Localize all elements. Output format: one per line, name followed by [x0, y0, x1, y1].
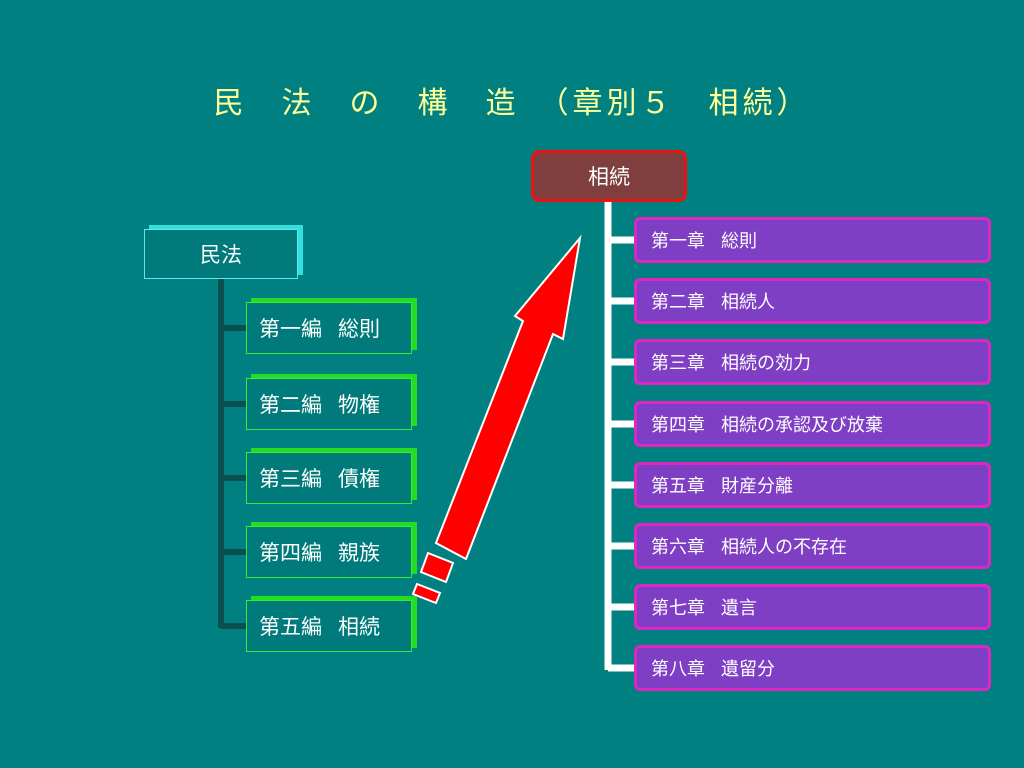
chapter-box-2: 第二章相続人 [634, 278, 991, 324]
chapter-number: 第八章 [651, 659, 705, 680]
chapter-box-6: 第六章相続人の不存在 [634, 523, 991, 569]
inheritance-tree-lines [604, 202, 634, 672]
book-box-2: 第二編物権 [246, 378, 412, 430]
book-name: 総則 [338, 317, 380, 341]
chapter-name: 相続の承認及び放棄 [721, 415, 883, 436]
chapter-box-8: 第八章遺留分 [634, 645, 991, 691]
chapter-number: 第二章 [651, 292, 705, 313]
chapter-name: 財産分離 [721, 476, 793, 497]
book-number: 第三編 [259, 467, 322, 491]
chapter-number: 第五章 [651, 476, 705, 497]
book-name: 相続 [338, 615, 380, 639]
chapter-name: 相続の効力 [721, 353, 811, 374]
chapter-name: 相続人 [721, 292, 775, 313]
book-box-3: 第三編債権 [246, 452, 412, 504]
chapter-name: 遺言 [721, 598, 757, 619]
chapter-number: 第六章 [651, 537, 705, 558]
chapter-name: 相続人の不存在 [721, 537, 847, 558]
red-arrow-icon [411, 234, 582, 605]
civil-code-tree-lines [218, 279, 246, 629]
chapter-number: 第四章 [651, 415, 705, 436]
book-box-5: 第五編相続 [246, 600, 412, 652]
chapter-name: 総則 [721, 231, 757, 252]
inheritance-root-box: 相続 [531, 150, 687, 202]
book-box-1: 第一編総則 [246, 302, 412, 354]
book-number: 第一編 [259, 317, 322, 341]
book-name: 親族 [338, 541, 380, 565]
book-box-4: 第四編親族 [246, 526, 412, 578]
chapter-number: 第一章 [651, 231, 705, 252]
chapter-box-1: 第一章総則 [634, 217, 991, 263]
slide-title: 民 法 の 構 造 （章別５ 相続） [213, 86, 811, 121]
civil-code-label: 民法 [200, 243, 242, 267]
chapter-box-4: 第四章相続の承認及び放棄 [634, 401, 991, 447]
chapter-number: 第三章 [651, 353, 705, 374]
book-number: 第四編 [259, 541, 322, 565]
inheritance-label: 相続 [588, 165, 630, 189]
chapter-name: 遺留分 [721, 659, 775, 680]
chapter-box-3: 第三章相続の効力 [634, 339, 991, 385]
book-name: 物権 [338, 393, 380, 417]
book-number: 第二編 [259, 393, 322, 417]
book-name: 債権 [338, 467, 380, 491]
civil-code-root-box: 民法 [144, 229, 298, 279]
book-number: 第五編 [259, 615, 322, 639]
chapter-box-7: 第七章遺言 [634, 584, 991, 630]
chapter-number: 第七章 [651, 598, 705, 619]
chapter-box-5: 第五章財産分離 [634, 462, 991, 508]
